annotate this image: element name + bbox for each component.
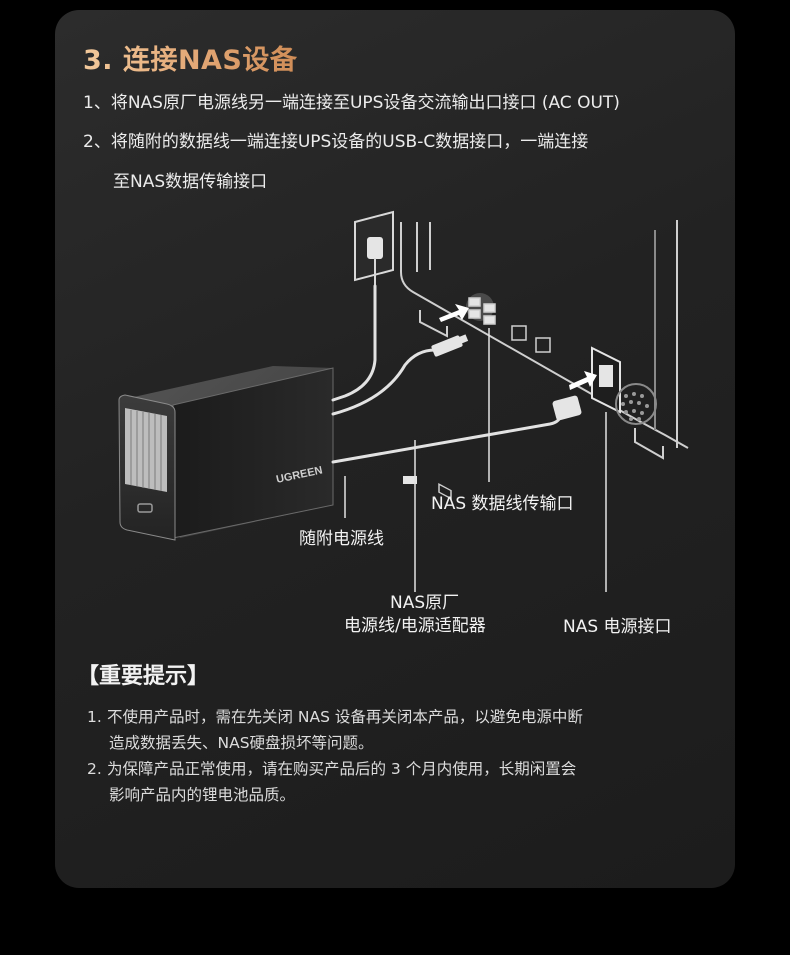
tip-item: 1. 不使用产品时，需在先关闭 NAS 设备再关闭本产品，以避免电源中断 造成数据…	[87, 704, 707, 756]
label-nas-adapter-line2: 电源线/电源适配器	[344, 616, 486, 636]
ups-device: UGREEN	[118, 366, 334, 541]
cables	[331, 284, 562, 464]
step-2-text: 2、将随附的数据线一端连接UPS设备的USB-C数据接口，一端连接	[83, 132, 589, 152]
tip-text-line1: 不使用产品时，需在先关闭 NAS 设备再关闭本产品，以避免电源中断	[107, 708, 583, 726]
tip-text-line2: 影响产品内的锂电池品质。	[109, 786, 296, 804]
usb-c-plug-icon	[431, 334, 469, 357]
connection-diagram: UGREEN	[118, 210, 689, 592]
tip-item: 2. 为保障产品正常使用，请在购买产品后的 3 个月内使用，长期闲置会 影响产品内…	[87, 756, 707, 808]
instruction-card: 3. 连接NAS设备 1、将NAS原厂电源线另一端连接至UPS设备交流输出口接口…	[55, 10, 735, 888]
label-nas-power-port: NAS 电源接口	[563, 617, 672, 637]
tip-text-line1: 为保障产品正常使用，请在购买产品后的 3 个月内使用，长期闲置会	[107, 760, 577, 778]
label-nas-data-port: NAS 数据线传输口	[431, 494, 574, 514]
tip-text-line2: 造成数据丢失、NAS硬盘损坏等问题。	[109, 734, 374, 752]
section-title: 3. 连接NAS设备	[83, 38, 297, 77]
pointer-arrow-icon	[439, 304, 597, 390]
adapter-block-icon	[403, 476, 417, 484]
tips-title: 【重要提示】	[77, 664, 210, 689]
nas-rear-panel	[400, 220, 689, 460]
tip-number: 2.	[87, 760, 102, 778]
nas-ports	[438, 293, 551, 500]
step-1-text: 1、将NAS原厂电源线另一端连接至UPS设备交流输出口接口 (AC OUT)	[83, 93, 620, 113]
label-included-power-cable: 随附电源线	[299, 529, 384, 549]
label-nas-adapter-line1: NAS原厂	[390, 593, 460, 613]
nas-fan-icon	[615, 383, 657, 425]
step-2-text-continued: 至NAS数据传输接口	[113, 172, 268, 192]
wall-socket-icon	[354, 210, 394, 286]
power-plug-icon	[552, 395, 582, 421]
leader-lines	[344, 328, 607, 592]
tip-number: 1.	[87, 708, 102, 726]
